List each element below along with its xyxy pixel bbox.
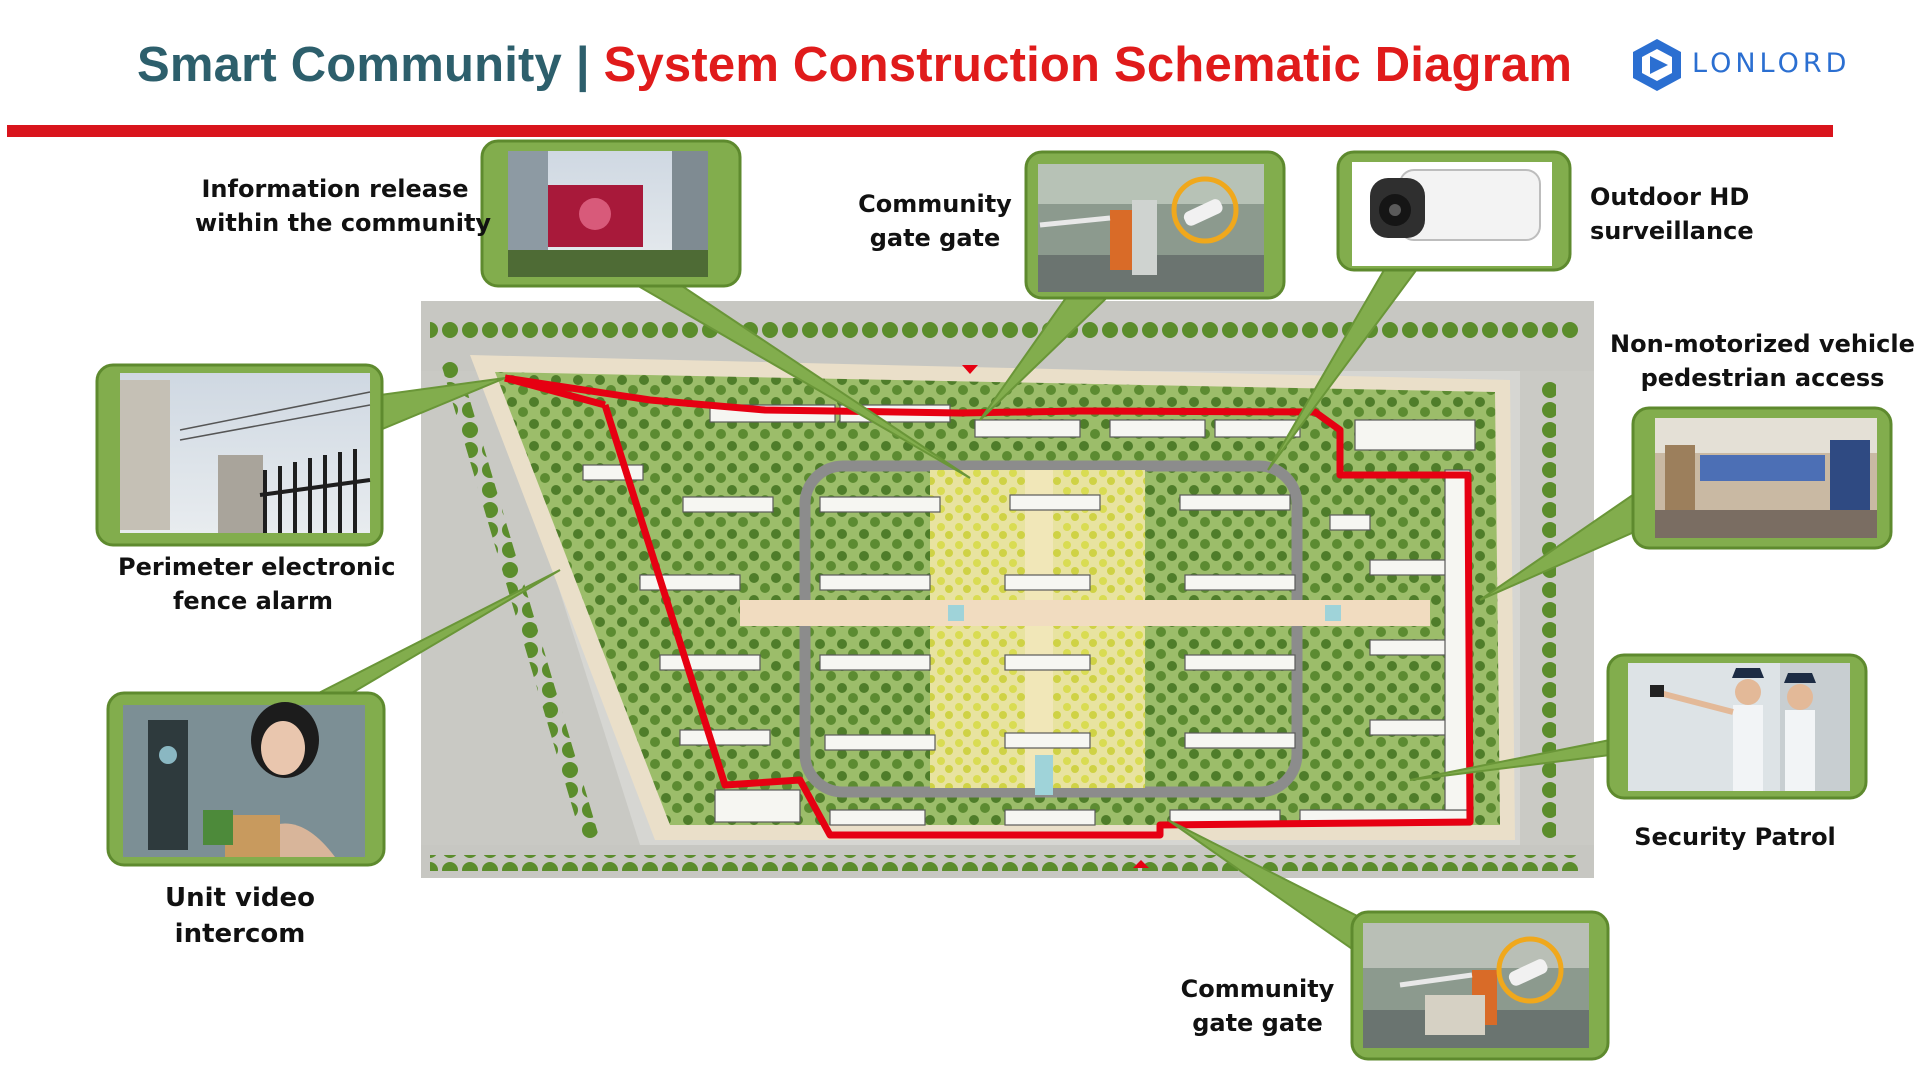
turnstile-photo <box>1655 418 1877 538</box>
guard-patrol-photo <box>1628 663 1850 791</box>
callout-pointers <box>304 264 1652 967</box>
label-gate-top: Community gate gate <box>858 190 1012 252</box>
label-gate-bottom: Community gate gate <box>1180 975 1335 1037</box>
title-separator: | <box>562 38 604 92</box>
callout-gate-bottom-frame <box>1350 910 1610 1061</box>
bullet-camera-photo <box>1352 162 1552 266</box>
logo-text: LONLORD <box>1692 48 1851 79</box>
label-non-motor: Non-motorized vehicle / pedestrian acces… <box>1610 330 1920 392</box>
callout-perimeter-frame <box>95 363 384 547</box>
callout-intercom-frame <box>106 691 386 867</box>
title-part-2: System Construction Schematic Diagram <box>603 38 1573 92</box>
barrier-gate-photo <box>1363 923 1589 1048</box>
site-plan-map <box>421 301 1594 878</box>
title-part-1: Smart Community <box>137 38 563 92</box>
callout-non-motor-frame <box>1631 406 1893 550</box>
label-perimeter: Perimeter electronic fence alarm <box>118 553 396 615</box>
lonlord-logo-icon <box>1633 39 1681 91</box>
north-gate-marker <box>962 365 978 374</box>
lonlord-logo: LONLORD <box>1628 36 1878 92</box>
label-info-release: Information release within the community <box>195 175 492 237</box>
east-road <box>1520 371 1594 845</box>
face-recognition-photo <box>123 702 365 857</box>
callout-gate-top-frame <box>1024 150 1286 300</box>
label-outdoor-hd: Outdoor HD surveillance <box>1590 183 1754 245</box>
callout-security-frame <box>1606 653 1868 800</box>
south-gate-marker <box>1133 860 1149 868</box>
callout-outdoor-hd-frame <box>1336 150 1572 272</box>
label-security: Security Patrol <box>1634 823 1836 851</box>
page-title: Smart Community | System Construction Sc… <box>137 30 1572 100</box>
led-screen-photo <box>508 151 708 277</box>
electric-fence-photo <box>120 373 371 533</box>
barrier-gate-photo <box>1038 164 1264 292</box>
header-divider <box>7 125 1833 137</box>
callout-info-release-frame <box>480 139 742 288</box>
label-intercom: Unit video intercom <box>165 883 315 949</box>
